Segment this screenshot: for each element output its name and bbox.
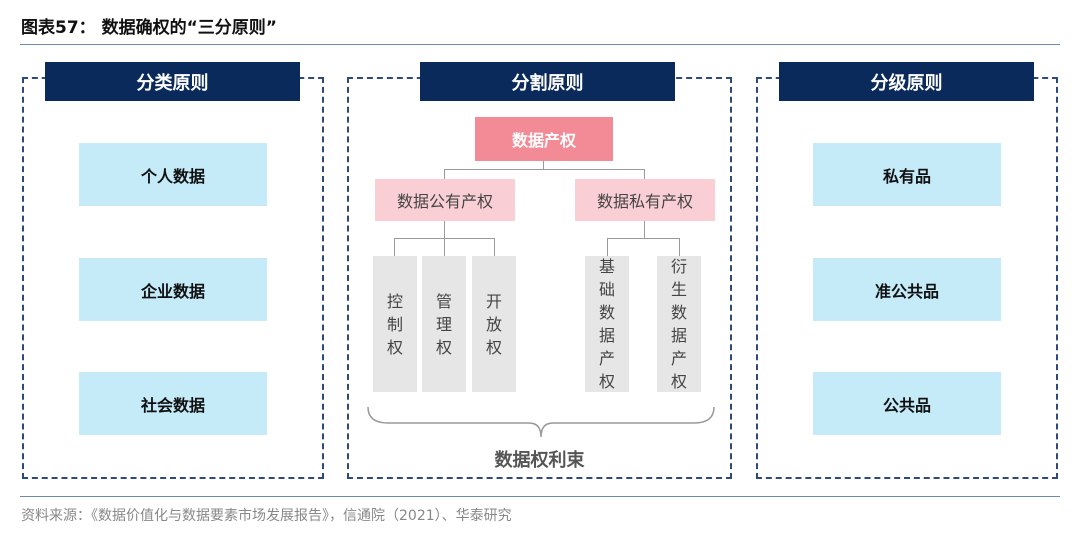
private-leaf-connector xyxy=(607,238,608,256)
vertical-char: 权 xyxy=(386,337,403,357)
vertical-char: 权 xyxy=(670,372,687,391)
vertical-char: 数 xyxy=(598,303,615,322)
vertical-label: 开放权 xyxy=(486,290,502,359)
personal-data-box: 个人数据 xyxy=(79,143,267,206)
vertical-label: 管理权 xyxy=(436,290,452,359)
source-note: 资料来源：《数据价值化与数据要素市场发展报告》，信通院（2021）、华泰研究 xyxy=(21,508,512,524)
vertical-char: 据 xyxy=(598,326,615,345)
rights-bundle-label: 数据权利束 xyxy=(494,450,585,471)
private-goods-box: 私有品 xyxy=(813,143,1001,206)
vertical-char: 管 xyxy=(435,291,452,311)
public-goods-box: 公共品 xyxy=(813,372,1001,435)
open-right-box: 开放权 xyxy=(472,256,516,392)
vertical-char: 生 xyxy=(670,280,687,299)
vertical-char: 产 xyxy=(598,349,615,368)
vertical-char: 权 xyxy=(485,337,502,357)
data-property-root: 数据产权 xyxy=(475,117,613,161)
right-branch-connector xyxy=(644,169,645,179)
bundle-brace xyxy=(367,406,715,438)
title-divider xyxy=(20,44,1060,45)
figure-title: 图表57： 数据确权的“三分原则” xyxy=(21,18,277,38)
vertical-label: 控制权 xyxy=(387,290,403,359)
control-right-box: 控制权 xyxy=(373,256,417,392)
public-leaf-connector xyxy=(494,238,495,256)
vertical-char: 权 xyxy=(435,337,452,357)
vertical-char: 产 xyxy=(670,349,687,368)
vertical-char: 理 xyxy=(435,314,452,334)
vertical-char: 据 xyxy=(670,326,687,345)
vertical-char: 础 xyxy=(598,280,615,299)
vertical-char: 数 xyxy=(670,303,687,322)
source-divider xyxy=(20,496,1060,497)
derived-data-property-box: 衍生数据产权 xyxy=(657,256,701,392)
vertical-char: 控 xyxy=(386,291,403,311)
branch-bar xyxy=(444,169,644,170)
vertical-char: 权 xyxy=(598,372,615,391)
quasi-public-goods-box: 准公共品 xyxy=(813,258,1001,321)
social-data-box: 社会数据 xyxy=(79,372,267,435)
vertical-char: 基 xyxy=(598,257,615,276)
public-property-box: 数据公有产权 xyxy=(375,179,515,221)
private-leaf-connector xyxy=(679,238,680,256)
vertical-label: 基础数据产权 xyxy=(599,255,615,393)
grading-header: 分级原则 xyxy=(779,62,1034,101)
vertical-label: 衍生数据产权 xyxy=(671,255,687,393)
left-branch-connector xyxy=(444,169,445,179)
private-leaf-bar xyxy=(607,238,679,239)
classification-header: 分类原则 xyxy=(45,62,300,101)
base-data-property-box: 基础数据产权 xyxy=(585,256,629,392)
public-stem-connector xyxy=(444,221,445,238)
vertical-char: 放 xyxy=(485,314,502,334)
public-leaf-connector xyxy=(444,238,445,256)
management-right-box: 管理权 xyxy=(422,256,466,392)
private-property-box: 数据私有产权 xyxy=(575,179,715,221)
vertical-char: 制 xyxy=(386,314,403,334)
vertical-char: 开 xyxy=(485,291,502,311)
enterprise-data-box: 企业数据 xyxy=(79,258,267,321)
private-stem-connector xyxy=(644,221,645,238)
division-header: 分割原则 xyxy=(420,62,675,101)
vertical-char: 衍 xyxy=(670,257,687,276)
public-leaf-connector xyxy=(394,238,395,256)
root-connector xyxy=(543,161,544,169)
